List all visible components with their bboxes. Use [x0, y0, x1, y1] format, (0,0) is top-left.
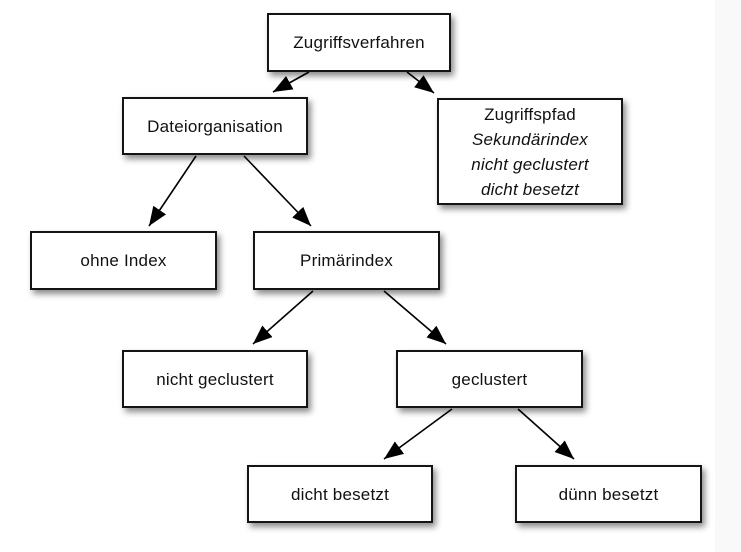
edge-primaerindex-geclustert: [383, 290, 447, 345]
node-dicht-besetzt: dicht besetzt: [247, 465, 433, 523]
node-duenn-besetzt: dünn besetzt: [515, 465, 702, 523]
edge-geclustert-dicht-besetzt: [383, 408, 453, 460]
edge-geclustert-duenn-besetzt: [517, 408, 575, 460]
node-label-line4: dicht besetzt: [480, 179, 580, 199]
node-label: Primärindex: [300, 251, 393, 270]
node-label: ohne Index: [80, 251, 167, 270]
node-primaerindex: Primärindex: [253, 231, 440, 290]
node-label: Zugriffsverfahren: [293, 33, 425, 52]
node-ohne-index: ohne Index: [30, 231, 217, 290]
node-label: dünn besetzt: [558, 484, 659, 504]
edge-dateiorganisation-ohne-index: [148, 155, 197, 227]
edge-primaerindex-nicht-geclustert: [252, 290, 314, 345]
node-label-line1: Zugriffspfad: [484, 104, 576, 124]
node-geclustert: geclustert: [396, 350, 583, 408]
right-gray-strip: [715, 0, 741, 552]
edge-zugriffsverfahren-dateiorganisation: [272, 71, 310, 93]
node-dateiorganisation: Dateiorganisation: [122, 97, 308, 155]
node-label: dicht besetzt: [290, 484, 390, 504]
node-label: geclustert: [451, 369, 528, 389]
edge-dateiorganisation-primaerindex: [243, 155, 312, 227]
edge-zugriffsverfahren-zugriffspfad: [406, 71, 435, 94]
node-nicht-geclustert: nicht geclustert: [122, 350, 308, 408]
node-label-line2: Sekundärindex: [471, 129, 588, 149]
node-label: Dateiorganisation: [147, 116, 283, 136]
node-label: nicht geclustert: [156, 369, 274, 389]
node-zugriffspfad: Zugriffspfad Sekundärindex nicht geclust…: [437, 98, 623, 205]
node-zugriffsverfahren: Zugriffsverfahren: [267, 13, 451, 72]
node-label-line3: nicht geclustert: [471, 154, 589, 174]
